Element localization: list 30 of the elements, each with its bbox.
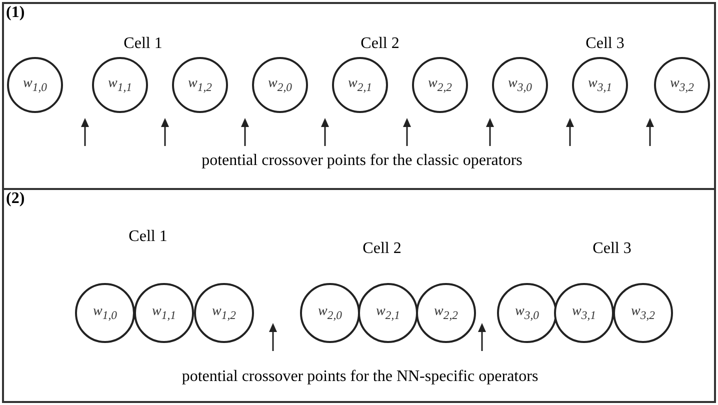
cell-label: Cell 1 (128, 228, 168, 246)
panel (2, 2, 716, 190)
weight-label: w$_{2,1}$ (376, 304, 400, 322)
cell-label: Cell 3 (586, 35, 624, 53)
weight-label: w$_{1,1}$ (108, 76, 132, 94)
weight-label: w$_{1,0}$ (23, 76, 47, 94)
weight-label: w$_{3,1}$ (588, 76, 612, 94)
weight-label: w$_{1,0}$ (93, 304, 117, 322)
panel-number: (1) (6, 4, 25, 22)
weight-label: w$_{1,1}$ (152, 304, 176, 322)
weight-label: w$_{2,1}$ (348, 76, 372, 94)
weight-label: w$_{2,0}$ (318, 304, 342, 322)
cell-label: Cell 3 (592, 240, 632, 258)
cell-label: Cell 1 (124, 35, 162, 53)
caption-text: potential crossover points for the classic operators (202, 152, 522, 170)
weight-label: w$_{3,1}$ (572, 304, 596, 322)
weight-label: w$_{1,2}$ (212, 304, 236, 322)
weight-label: w$_{3,0}$ (508, 76, 532, 94)
cell-label: Cell 2 (362, 240, 402, 258)
weight-label: w$_{3,2}$ (670, 76, 694, 94)
weight-label: w$_{3,2}$ (631, 304, 655, 322)
weight-label: w$_{2,2}$ (428, 76, 452, 94)
weight-label: w$_{2,0}$ (268, 76, 292, 94)
weight-label: w$_{1,2}$ (188, 76, 212, 94)
panel-number: (2) (6, 190, 25, 208)
weight-label: w$_{2,2}$ (434, 304, 458, 322)
weight-label: w$_{3,0}$ (515, 304, 539, 322)
caption-text: potential crossover points for the NN-specific operators (182, 368, 538, 386)
panel (2, 188, 716, 403)
cell-label: Cell 2 (360, 35, 400, 53)
